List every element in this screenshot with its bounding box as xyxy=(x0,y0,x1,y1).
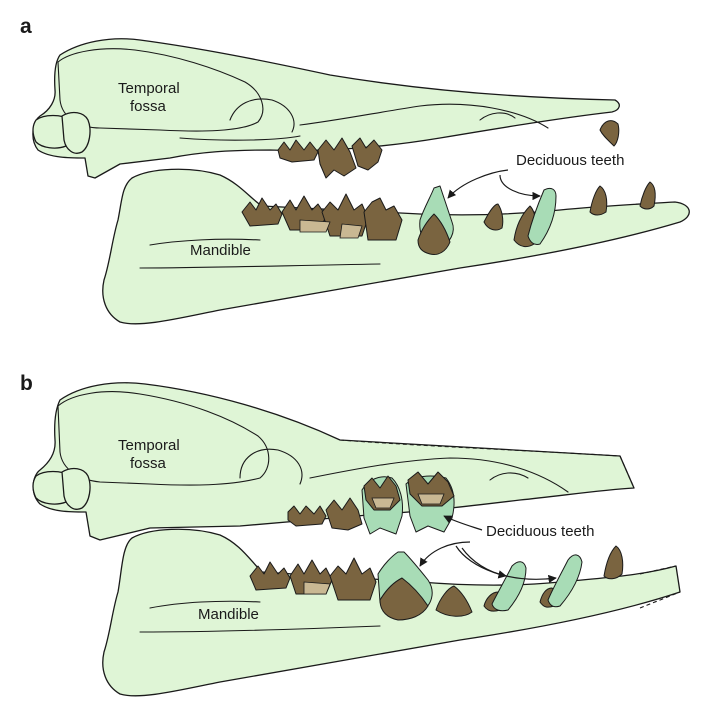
panel-b-arrow-lower-front xyxy=(455,545,557,584)
panel-b-temporal-fossa-label-line1: Temporal xyxy=(118,437,180,454)
panel-b: b xyxy=(20,372,681,697)
panel-a-deciduous-teeth-label: Deciduous teeth xyxy=(516,152,624,169)
panel-b-arrow-lower-molar xyxy=(419,541,471,567)
panel-b-arrow-lower-mid xyxy=(461,547,507,579)
panel-a-cranium xyxy=(32,38,620,179)
panel-a-arrow-premolar xyxy=(447,169,509,199)
panel-a: a xyxy=(20,15,690,325)
panel-b-letter: b xyxy=(20,372,33,395)
panel-b-deciduous-teeth-label: Deciduous teeth xyxy=(486,523,594,540)
panel-a-temporal-fossa-label-line1: Temporal xyxy=(118,80,180,97)
panel-b-mandible-label: Mandible xyxy=(198,606,259,623)
panel-a-arrow-canine xyxy=(499,174,541,201)
panel-a-mandible-label: Mandible xyxy=(190,242,251,259)
panel-a-mandible xyxy=(102,168,690,325)
panel-b-temporal-fossa-label-line2: fossa xyxy=(130,455,167,472)
panel-a-temporal-fossa-label-line2: fossa xyxy=(130,98,167,115)
panel-b-arrow-upper xyxy=(443,515,483,531)
panel-b-cranium xyxy=(32,382,635,541)
panel-b-mandible xyxy=(102,528,681,697)
panel-a-letter: a xyxy=(20,15,32,38)
